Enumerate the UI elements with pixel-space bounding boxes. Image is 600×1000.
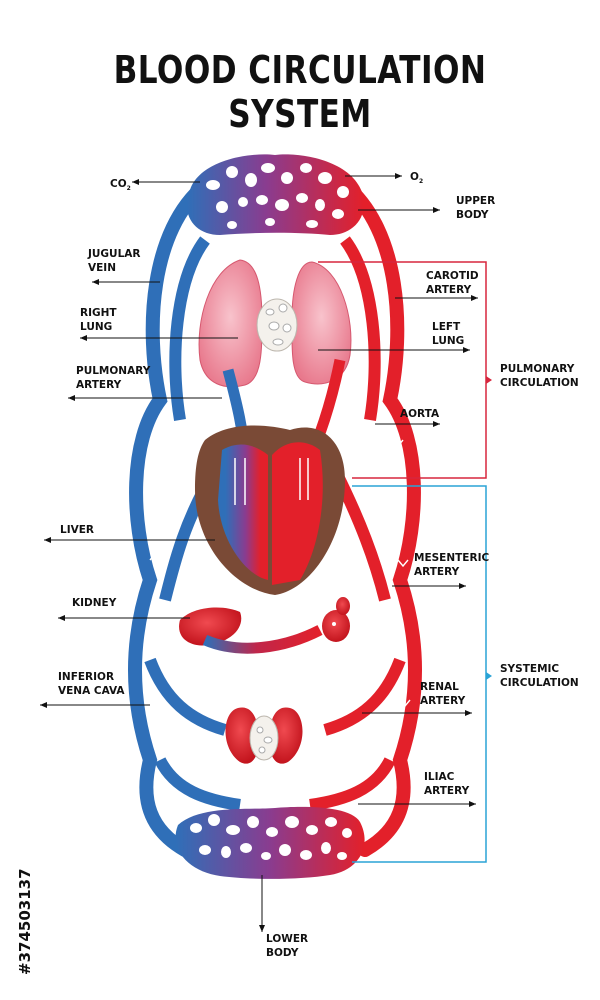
liver-organ <box>179 607 242 646</box>
mesenteric-label-2: ARTERY <box>414 566 460 578</box>
right-lung-label-2: LUNG <box>80 321 112 333</box>
pulmonary-bracket <box>318 261 487 479</box>
stock-id-text: #374503137 <box>16 868 34 975</box>
pulmonary-circulation-label-2: CIRCULATION <box>500 377 579 389</box>
lower-body-label-1: LOWER <box>266 933 308 945</box>
lower-body-label-2: BODY <box>266 947 299 959</box>
leader-arrows <box>40 173 478 932</box>
pulmonary-artery-label-1: PULMONARY <box>76 365 151 377</box>
iliac-label-2: ARTERY <box>424 785 470 797</box>
lower-capillary-bed <box>175 806 365 879</box>
vein-kidney-loop <box>144 657 227 736</box>
right-lung-label-1: RIGHT <box>80 307 117 319</box>
vein-outer-left <box>128 178 212 857</box>
stock-id: #374503137 <box>16 868 34 975</box>
lung-capillaries <box>256 298 298 352</box>
right-lung <box>198 259 263 388</box>
pulmonary-bracket-pointer <box>486 376 492 384</box>
artery-outer-right <box>338 178 422 857</box>
left-lung-label-1: LEFT <box>432 321 461 333</box>
heart <box>195 425 345 595</box>
artery-renal-loop <box>323 657 406 736</box>
artery-iliac-loop <box>309 757 396 811</box>
artery-carotid <box>340 236 381 421</box>
lungs <box>198 259 352 388</box>
renal-label-1: RENAL <box>420 681 459 693</box>
jugular-label-1: JUGULAR <box>87 248 140 260</box>
carotid-label-1: CAROTID <box>426 270 479 282</box>
iliac-label-1: ILIAC <box>424 771 455 783</box>
pulmonary-artery-label-2: ARTERY <box>76 379 122 391</box>
left-lung <box>291 261 352 385</box>
ivc-label-2: VENA CAVA <box>58 685 125 697</box>
systemic-bracket-pointer <box>486 672 492 680</box>
pulmonary-circulation-label-1: PULMONARY <box>500 363 575 375</box>
upper-body-label-2: BODY <box>456 209 489 221</box>
jugular-label-2: VEIN <box>88 262 116 274</box>
systemic-circulation-label-1: SYSTEMIC <box>500 663 559 675</box>
o2-label: O2 <box>410 171 423 185</box>
liver-label: LIVER <box>60 524 94 536</box>
upper-body-label-1: UPPER <box>456 195 495 207</box>
flow-arrows <box>145 432 411 708</box>
kidney-label: KIDNEY <box>72 597 117 609</box>
upper-capillary-bed <box>186 154 364 235</box>
left-lung-label-2: LUNG <box>432 335 464 347</box>
vein-lower-loop <box>154 757 241 811</box>
kidneys <box>225 707 303 764</box>
co2-label: CO2 <box>110 178 131 192</box>
systemic-circulation-label-2: CIRCULATION <box>500 677 579 689</box>
intestine-organ <box>322 597 350 642</box>
portal-vessel <box>202 625 323 654</box>
ivc-label-1: INFERIOR <box>58 671 114 683</box>
carotid-label-2: ARTERY <box>426 284 472 296</box>
mesenteric-label-1: MESENTERIC <box>414 552 489 564</box>
page-title: BLOOD CIRCULATION SYSTEM <box>113 48 487 136</box>
renal-label-2: ARTERY <box>420 695 466 707</box>
aorta-label: AORTA <box>400 408 440 420</box>
